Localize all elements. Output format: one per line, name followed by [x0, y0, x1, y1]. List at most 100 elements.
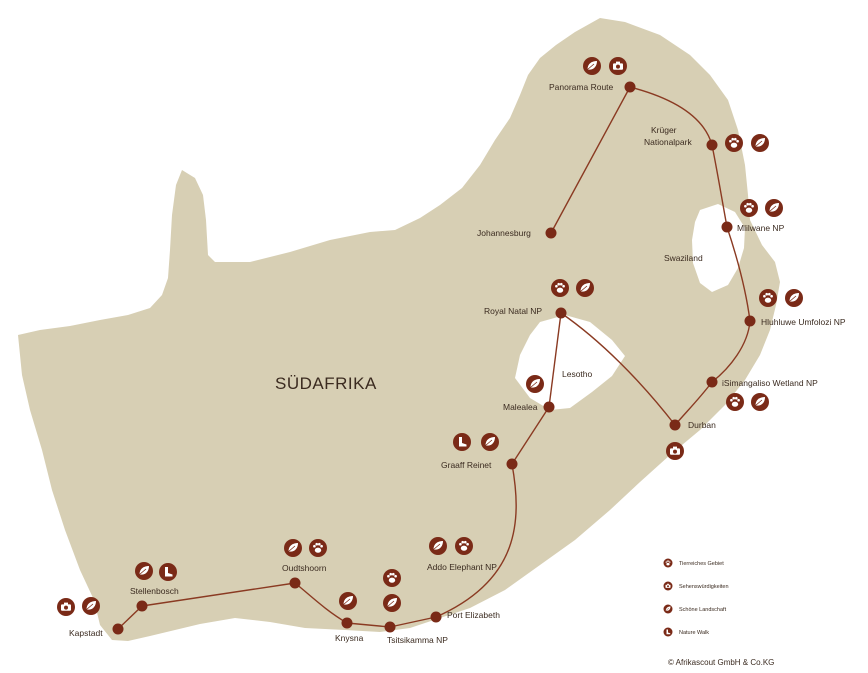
stop-mlilwane[interactable]: Mlilwane NP [721, 198, 785, 233]
paw-icon [455, 537, 473, 555]
leaf-icon [663, 604, 673, 614]
leaf-icon [382, 593, 402, 613]
legend-item-sights: Sehenswürdigkeiten [663, 581, 729, 591]
route-malealea-graaff-reinet [511, 406, 550, 465]
copyright: © Afrikascout GmbH & Co.KG [668, 658, 774, 667]
leaf-icon [525, 374, 545, 394]
stop-marker [706, 376, 718, 388]
route-tsitsikamma-knysna [346, 622, 391, 628]
stop-marker [341, 617, 353, 629]
legend-label: Tierreiches Gebiet [679, 561, 724, 567]
leaf-icon [338, 591, 358, 611]
stop-label: Nationalpark [644, 137, 692, 147]
stop-label: Kapstadt [69, 628, 103, 638]
stop-marker [506, 458, 518, 470]
boot-icon [663, 627, 673, 637]
leaf-icon [428, 536, 448, 556]
stop-label: Royal Natal NP [484, 306, 542, 316]
stop-royal-natal[interactable]: Royal Natal NP [484, 278, 595, 319]
stop-label: iSimangaliso Wetland NP [722, 378, 818, 388]
stop-label: Tsitsikamma NP [387, 635, 448, 645]
legend-item-wildlife: Tierreiches Gebiet [663, 558, 724, 568]
leaf-icon [784, 288, 804, 308]
stop-label: Addo Elephant NP [427, 562, 497, 572]
stop-panorama[interactable]: Panorama Route [549, 56, 636, 93]
stop-label: Malealea [503, 402, 538, 412]
stop-label: Oudtshoorn [282, 563, 327, 573]
stop-kruger[interactable]: Krüger Nationalpark [644, 125, 770, 153]
stop-hluhluwe[interactable]: Hluhluwe Umfolozi NP [744, 288, 846, 327]
legend-item-landscape: Schöne Landschaft [663, 604, 727, 614]
paw-icon [383, 569, 401, 587]
leaf-icon [750, 133, 770, 153]
leaf-icon [283, 538, 303, 558]
stop-isimangaliso[interactable]: iSimangaliso Wetland NP [706, 376, 819, 412]
stop-oudtshoorn[interactable]: Oudtshoorn [282, 538, 327, 589]
swaziland-label: Swaziland [664, 253, 703, 263]
stop-label: Knysna [335, 633, 364, 643]
paw-icon [663, 558, 673, 568]
legend-label: Nature Walk [679, 630, 709, 636]
route-panorama-kruger [629, 86, 713, 146]
route-graaff-reinet-port-elizabeth [435, 463, 517, 618]
leaf-icon [575, 278, 595, 298]
camera-icon [663, 581, 673, 591]
route-johannesburg-panorama [550, 86, 631, 234]
route-port-elizabeth-tsitsikamma [389, 616, 437, 628]
legend-label: Schöne Landschaft [679, 607, 727, 613]
stop-label: Krüger [651, 125, 677, 135]
stop-label: Graaff Reinet [441, 460, 492, 470]
route-hluhluwe-isimangaliso [711, 320, 751, 383]
leaf-icon [480, 432, 500, 452]
route-durban-royal-natal [560, 312, 676, 426]
paw-icon [726, 393, 744, 411]
paw-icon [551, 279, 569, 297]
stop-label: Panorama Route [549, 82, 614, 92]
stop-johannesburg[interactable]: Johannesburg [477, 227, 557, 239]
stop-graaff-reinet[interactable]: Graaff Reinet [441, 432, 518, 470]
lesotho-label: Lesotho [562, 369, 593, 379]
stop-label: Durban [688, 420, 716, 430]
stop-label: Port Elizabeth [447, 610, 500, 620]
stop-marker [289, 577, 301, 589]
stop-tsitsikamma[interactable]: Tsitsikamma NP [382, 569, 448, 645]
stop-marker [706, 139, 718, 151]
camera-icon [609, 57, 627, 75]
stop-durban[interactable]: Durban [666, 419, 716, 461]
stop-port-elizabeth[interactable]: Port Elizabeth [430, 610, 501, 623]
boot-icon [453, 433, 471, 451]
stop-label: Johannesburg [477, 228, 531, 238]
route-stellenbosch-kapstadt [117, 605, 143, 630]
stop-marker [543, 401, 555, 413]
paw-icon [740, 199, 758, 217]
leaf-icon [81, 596, 101, 616]
legend: Tierreiches Gebiet Sehenswürdigkeiten Sc… [663, 558, 729, 637]
stop-marker [669, 419, 681, 431]
route-mlilwane-hluhluwe [726, 226, 751, 322]
paw-icon [759, 289, 777, 307]
route-lines [117, 86, 751, 630]
stop-stellenbosch[interactable]: Stellenbosch [130, 561, 179, 612]
stop-marker [545, 227, 557, 239]
stop-marker [136, 600, 148, 612]
stop-knysna[interactable]: Knysna [335, 591, 364, 643]
stop-marker [744, 315, 756, 327]
leaf-icon [582, 56, 602, 76]
stop-marker [430, 611, 442, 623]
stop-addo[interactable]: Addo Elephant NP [427, 536, 497, 572]
route-royal-natal-malealea [548, 312, 562, 408]
stop-malealea[interactable]: Malealea [503, 374, 555, 413]
south-africa-land [18, 18, 780, 641]
stop-kapstadt[interactable]: Kapstadt [57, 596, 124, 638]
stop-marker [112, 623, 124, 635]
legend-label: Sehenswürdigkeiten [679, 584, 729, 590]
country-label: SÜDAFRIKA [275, 374, 377, 393]
stop-label: Stellenbosch [130, 586, 179, 596]
stop-marker [624, 81, 636, 93]
route-oudtshoorn-stellenbosch [141, 582, 296, 607]
camera-icon [666, 442, 684, 460]
leaf-icon [134, 561, 154, 581]
stop-marker [555, 307, 567, 319]
stop-marker [721, 221, 733, 233]
legend-item-nature-walk: Nature Walk [663, 627, 709, 637]
